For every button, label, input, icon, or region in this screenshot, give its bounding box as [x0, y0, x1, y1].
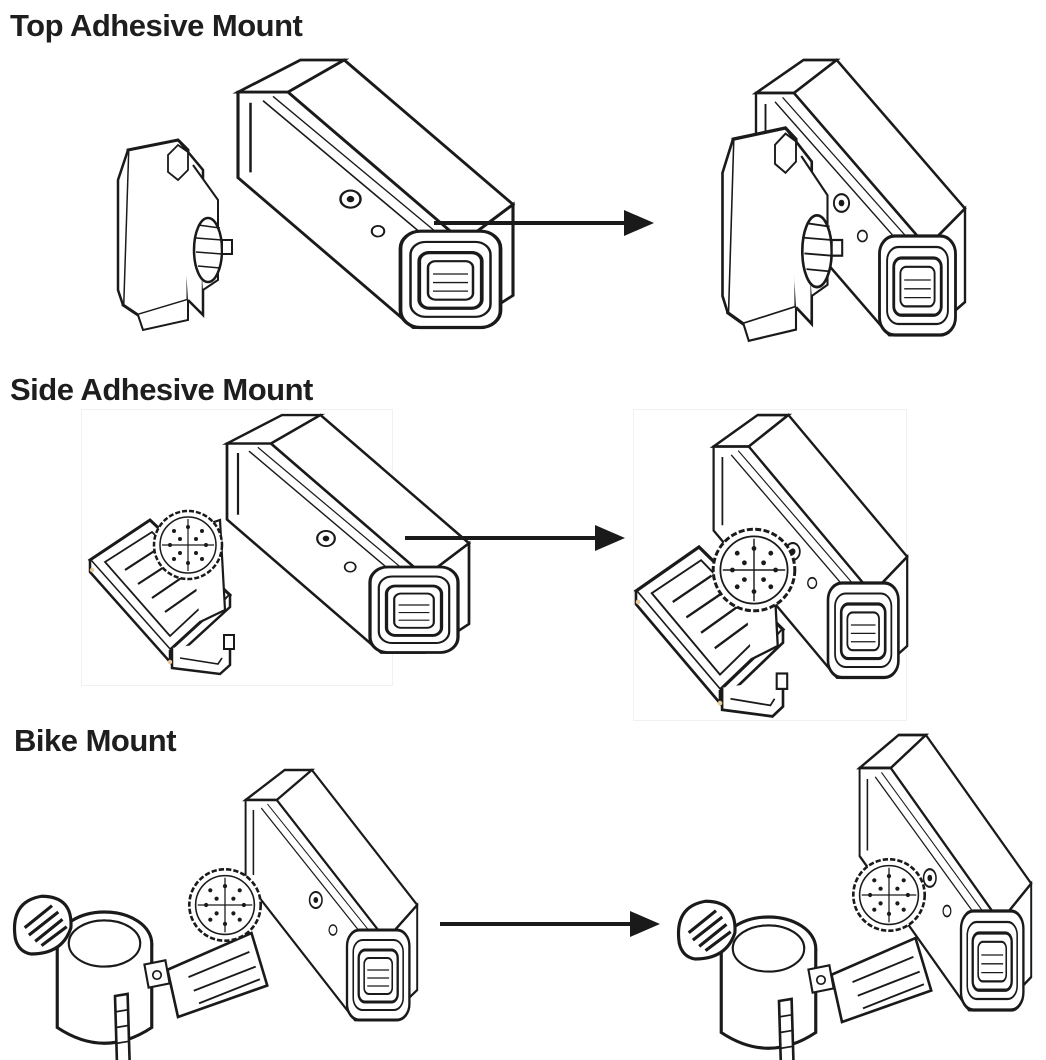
section-title: Top Adhesive Mount [10, 8, 303, 43]
camera-with-top-adhesive-plate-icon [116, 58, 515, 332]
section-title: Bike Mount [14, 723, 177, 758]
arrow-right-icon [434, 210, 654, 236]
section-side-adhesive-mount: Side Adhesive Mount [0, 360, 1046, 720]
camera-attached-bike-clamp-icon [676, 733, 1033, 1060]
section-title: Side Adhesive Mount [10, 372, 313, 407]
section-top-adhesive-mount: Top Adhesive Mount [0, 0, 1046, 350]
camera-with-side-adhesive-base-icon [88, 413, 471, 676]
arrow-right-icon [440, 911, 660, 937]
camera-attached-top-adhesive-plate-icon [720, 58, 967, 343]
arrow-right-icon [405, 525, 625, 551]
section-bike-mount: Bike Mount [0, 715, 1046, 1060]
camera-with-bike-clamp-icon [12, 768, 419, 1060]
camera-attached-side-adhesive-base-icon [634, 413, 909, 719]
